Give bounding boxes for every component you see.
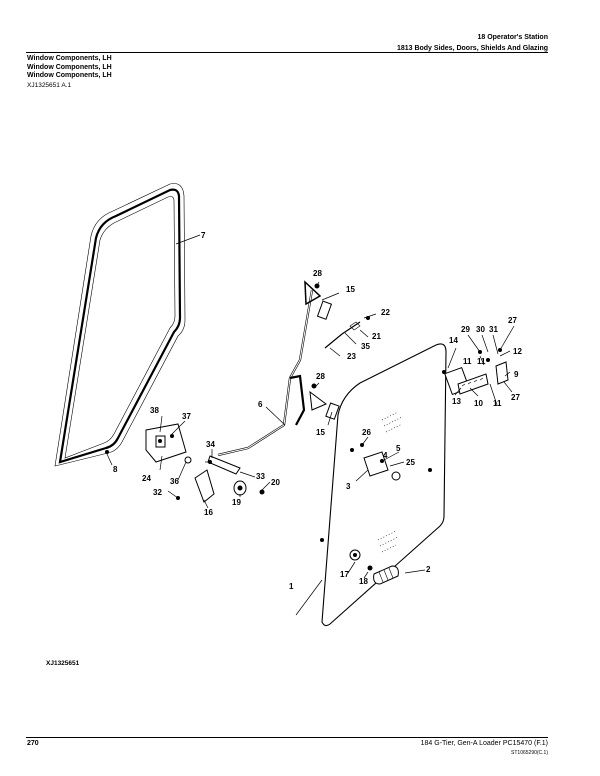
callout-28: 28: [313, 269, 322, 278]
callout-6: 6: [258, 400, 263, 409]
callout-14: 14: [449, 336, 458, 345]
callout-32: 32: [153, 488, 162, 497]
callout-35: 35: [361, 342, 370, 351]
callout-8: 8: [113, 465, 118, 474]
callout-20: 20: [271, 478, 280, 487]
callout-4: 4: [383, 451, 388, 460]
subsection-title: 1813 Body Sides, Doors, Shields And Glaz…: [396, 45, 548, 52]
callout-1: 1: [289, 582, 294, 591]
footer-rule: [26, 737, 548, 738]
door-seal-drawing: 1 2 3 4 5 6 7 8 9 10 11 11 11 12 13 14 1…: [54, 183, 522, 627]
callout-34: 34: [206, 440, 215, 449]
callout-38: 38: [150, 406, 159, 415]
callout-17: 17: [340, 570, 349, 579]
callout-9: 9: [514, 370, 519, 379]
callout-36: 36: [170, 477, 179, 486]
manual-id: 184 G-Tier, Gen-A Loader PC15470 (F.1): [420, 740, 548, 747]
callout-7: 7: [201, 231, 206, 240]
leader-lines: [106, 234, 515, 616]
callout-33: 33: [256, 472, 265, 481]
doc-code: ST1065290(C.1): [511, 750, 548, 756]
callout-30: 30: [476, 325, 485, 334]
callout-22: 22: [381, 308, 390, 317]
section-title: 18 Operator's Station: [477, 34, 548, 41]
callout-24: 24: [142, 474, 151, 483]
window-glass-drawing: 1 2 3 4 5 6 7 8 9 10 11 11 11 12 13 14 1…: [105, 231, 522, 627]
callout-15b: 15: [316, 428, 325, 437]
callout-18: 18: [359, 577, 368, 586]
group-title: Window Components, LH: [27, 55, 112, 62]
figure-id: XJ1325651 A.1: [27, 82, 72, 89]
figure-label: XJ1325651: [46, 660, 80, 667]
callout-3: 3: [346, 482, 351, 491]
callout-11c: 11: [477, 357, 486, 366]
callout-16: 16: [204, 508, 213, 517]
callout-15: 15: [346, 285, 355, 294]
callout-29: 29: [461, 325, 470, 334]
page-number: 270: [27, 740, 39, 747]
callout-37: 37: [182, 412, 191, 421]
callout-19: 19: [232, 498, 241, 507]
callout-31: 31: [489, 325, 498, 334]
callout-27: 27: [508, 316, 517, 325]
callout-11b: 11: [493, 399, 502, 408]
callout-21: 21: [372, 332, 381, 341]
hinge-bracket-drawing: 1 2 3 4 5 6 7 8 9 10 11 11 11 12 13 14 1…: [105, 231, 522, 616]
callout-12: 12: [513, 347, 522, 356]
callout-25: 25: [406, 458, 415, 467]
callout-10: 10: [474, 399, 483, 408]
callout-28b: 28: [316, 372, 325, 381]
callout-27b: 27: [511, 393, 520, 402]
callout-26: 26: [362, 428, 371, 437]
callout-13: 13: [452, 397, 461, 406]
group-titles: Window Components, LH Window Components,…: [27, 55, 112, 81]
callout-numbers: 1 2 3 4 5 6 7 8 9 10 11 11 11 12 13 14 1…: [113, 231, 522, 591]
group-title: Window Components, LH: [27, 63, 112, 71]
callout-2: 2: [426, 565, 431, 574]
rod-linkage-drawing: 1 2 3 4 5 6 7 8 9 10 11 11 11 12 13 14 1…: [105, 231, 522, 616]
header-rule: [26, 52, 548, 53]
callout-23: 23: [347, 352, 356, 361]
callout-5: 5: [396, 444, 401, 453]
callout-11: 11: [463, 357, 472, 366]
group-title: Window Components, LH: [27, 72, 112, 79]
